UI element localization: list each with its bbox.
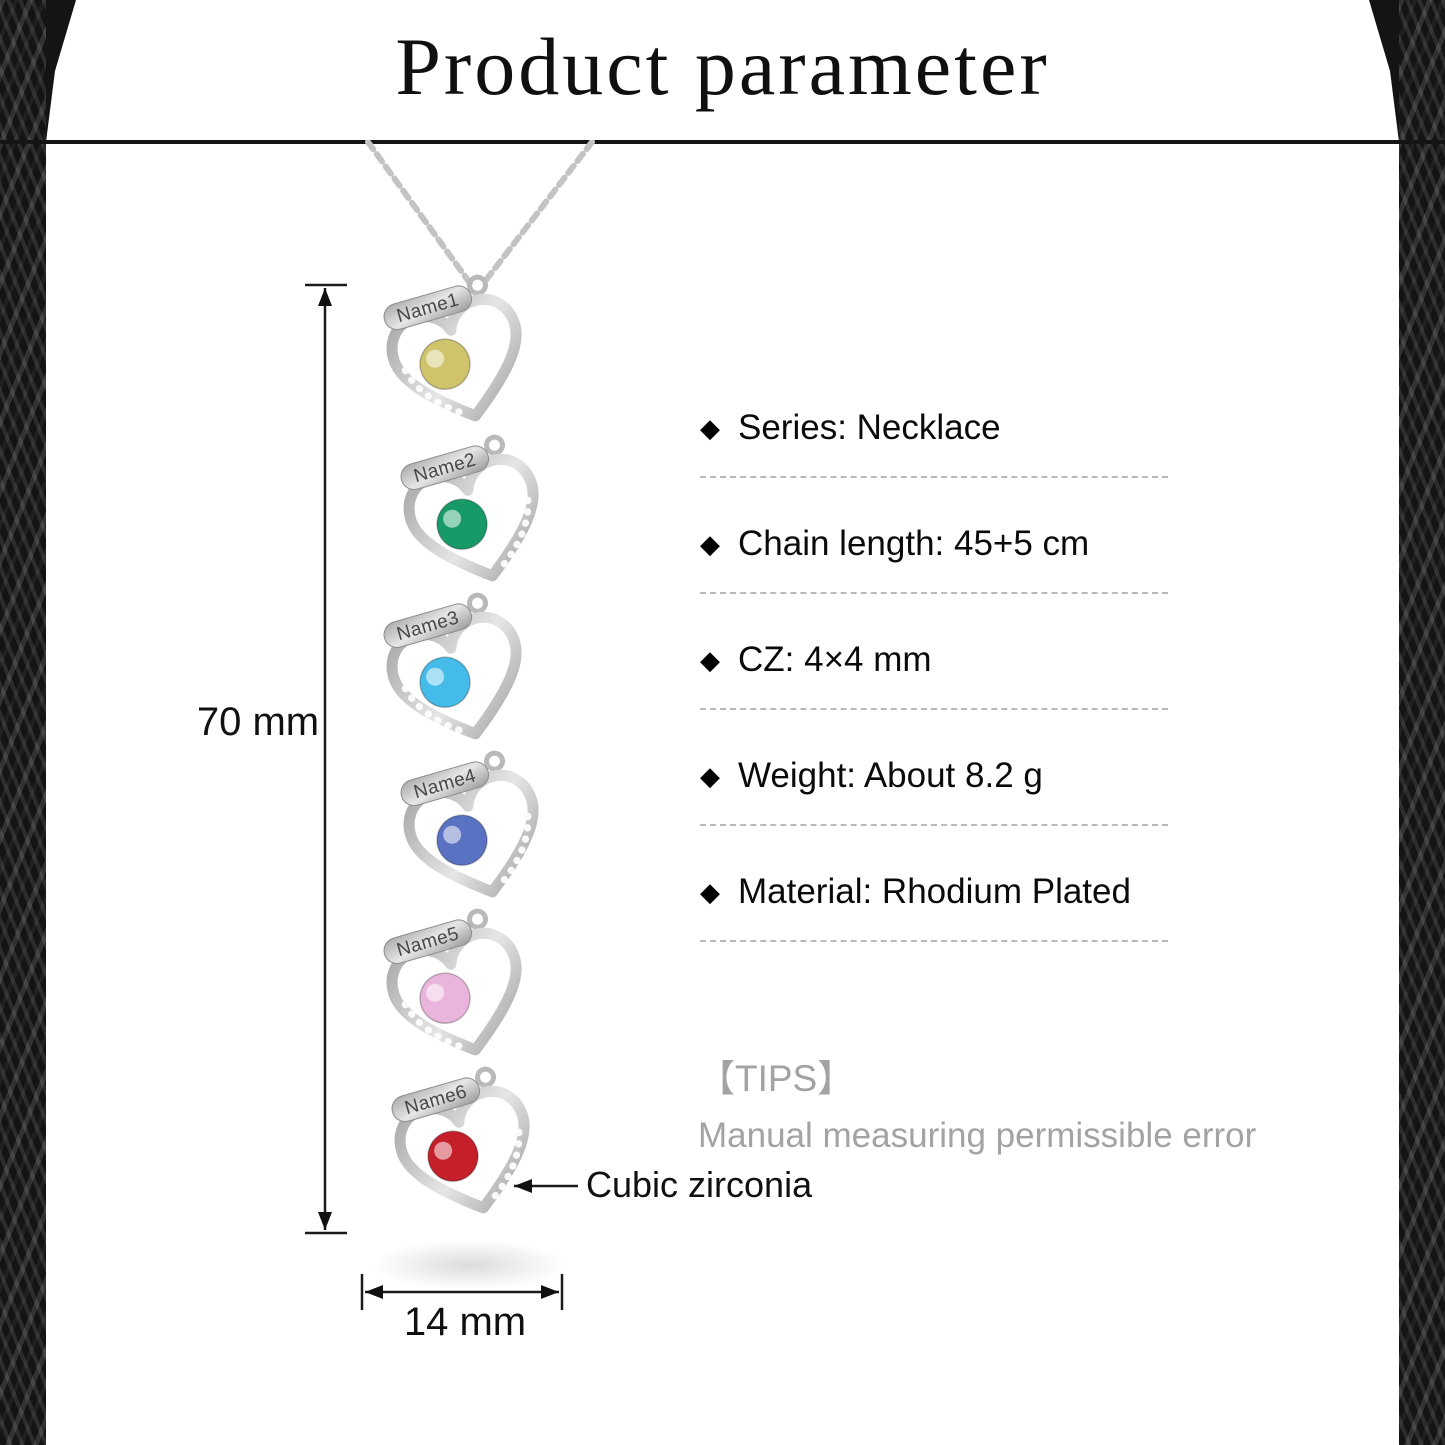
chain-right <box>483 140 595 283</box>
bail-ring <box>467 908 489 930</box>
gem-highlight <box>426 349 445 368</box>
pendant-6: Name6 <box>386 1066 544 1226</box>
chain-left <box>365 140 475 289</box>
bail-ring <box>475 1066 497 1088</box>
left-border-texture <box>0 0 46 1445</box>
tips-body: Manual measuring permissible error <box>698 1116 1257 1155</box>
name-plate <box>383 603 473 649</box>
spec-item-cz: ◆ CZ: 4×4 mm <box>700 640 1168 710</box>
right-border-texture <box>1399 0 1445 1445</box>
diamond-bullet-icon: ◆ <box>700 645 720 675</box>
pendant-3: Name3 <box>378 592 536 752</box>
spec-item-series: ◆ Series: Necklace <box>700 408 1168 478</box>
name-plate <box>383 285 473 331</box>
tips-section: 【TIPS】 Manual measuring permissible erro… <box>698 1048 1256 1156</box>
bail-ring <box>467 592 489 614</box>
diamond-bullet-icon: ◆ <box>700 761 720 791</box>
necklace-illustration: Name1 Name2 Name <box>365 140 595 1300</box>
title-divider <box>0 140 1445 144</box>
spec-text: Material: Rhodium Plated <box>738 872 1131 911</box>
gem-highlight <box>426 983 445 1002</box>
pendant-shadow <box>372 1240 567 1290</box>
pendant-4: Name4 <box>395 750 553 910</box>
diamond-bullet-icon: ◆ <box>700 529 720 559</box>
spec-item-chain-length: ◆ Chain length: 45+5 cm <box>700 524 1168 594</box>
spec-item-material: ◆ Material: Rhodium Plated <box>700 872 1168 942</box>
name-plate <box>400 761 490 807</box>
height-dimension-label: 70 mm <box>196 700 320 744</box>
tips-heading: 【TIPS】 <box>698 1058 855 1099</box>
spec-text: CZ: 4×4 mm <box>738 640 932 679</box>
spec-list: ◆ Series: Necklace ◆ Chain length: 45+5 … <box>700 408 1168 988</box>
diamond-bullet-icon: ◆ <box>700 413 720 443</box>
gem-highlight <box>426 667 445 686</box>
stone-callout-label: Cubic zirconia <box>586 1164 813 1205</box>
diamond-bullet-icon: ◆ <box>700 877 720 907</box>
gem-highlight <box>434 1141 453 1160</box>
cz-accent-stones <box>401 684 472 737</box>
name-plate <box>383 919 473 965</box>
page-title: Product parameter <box>395 21 1050 112</box>
cz-accent-stones <box>401 366 472 419</box>
spec-text: Chain length: 45+5 cm <box>738 524 1090 563</box>
cz-accent-stones <box>494 812 532 891</box>
name-plate <box>391 1077 481 1123</box>
gem-highlight <box>443 825 462 844</box>
bail-ring <box>484 434 506 456</box>
cz-accent-stones <box>494 496 532 575</box>
bail-ring <box>484 750 506 772</box>
pendant-2: Name2 <box>395 434 553 594</box>
pendant-1: Name1 <box>378 274 536 434</box>
width-dimension-label: 14 mm <box>403 1300 527 1344</box>
spec-item-weight: ◆ Weight: About 8.2 g <box>700 756 1168 826</box>
gem-highlight <box>443 509 462 528</box>
spec-text: Weight: About 8.2 g <box>738 756 1043 795</box>
cz-accent-stones <box>401 1000 472 1053</box>
spec-text: Series: Necklace <box>738 408 1001 447</box>
cz-accent-stones <box>485 1128 523 1207</box>
bail-ring <box>467 274 489 296</box>
name-plate <box>400 445 490 491</box>
pendant-5: Name5 <box>378 908 536 1068</box>
